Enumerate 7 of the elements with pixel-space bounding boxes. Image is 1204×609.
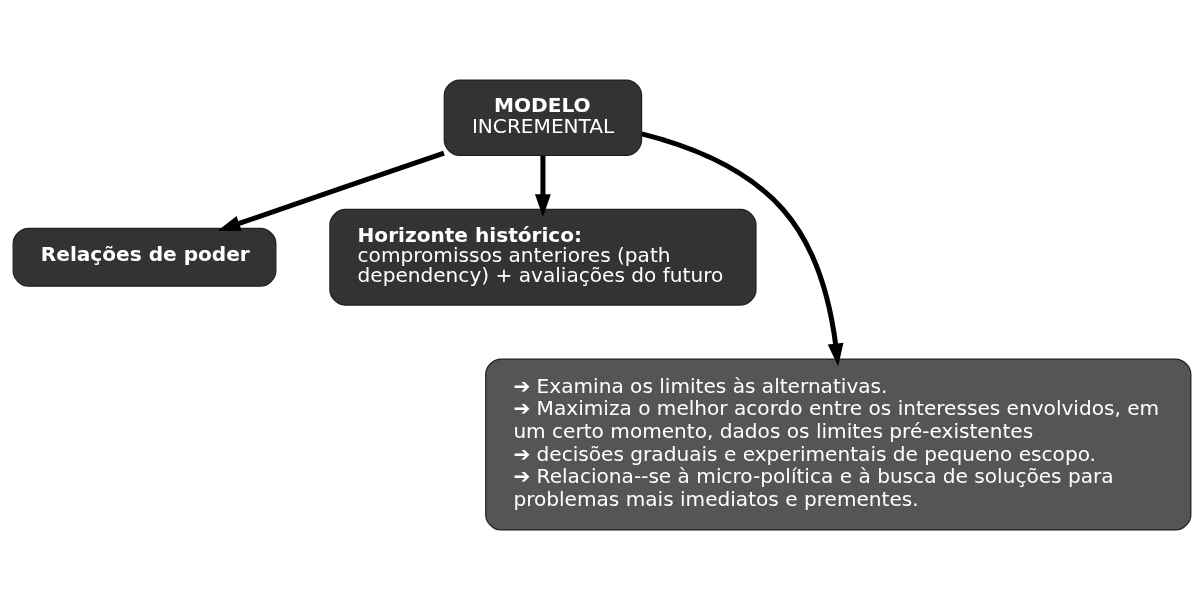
node-box: ➔ Examina os limites às alternativas. ➔ Maximiza o melhor acordo entre os interesses envolvidos, em um certo momento, dados os limites pré-existentes ➔ decisões graduais e experimentais de pequeno escopo. ➔ Relaciona--se à micro-política e à busca de soluções para problemas mais imediatos e prementes. bbox=[485, 357, 1192, 531]
node-box: Horizonte histórico: compromissos anteriores (path dependency) + avaliações do futuro bbox=[329, 208, 757, 306]
node-box: MODELO INCREMENTAL bbox=[443, 78, 643, 156]
node-box: Relações de poder bbox=[12, 227, 277, 287]
arrow bbox=[641, 130, 844, 366]
arrow bbox=[535, 155, 551, 217]
arrow bbox=[217, 150, 445, 231]
